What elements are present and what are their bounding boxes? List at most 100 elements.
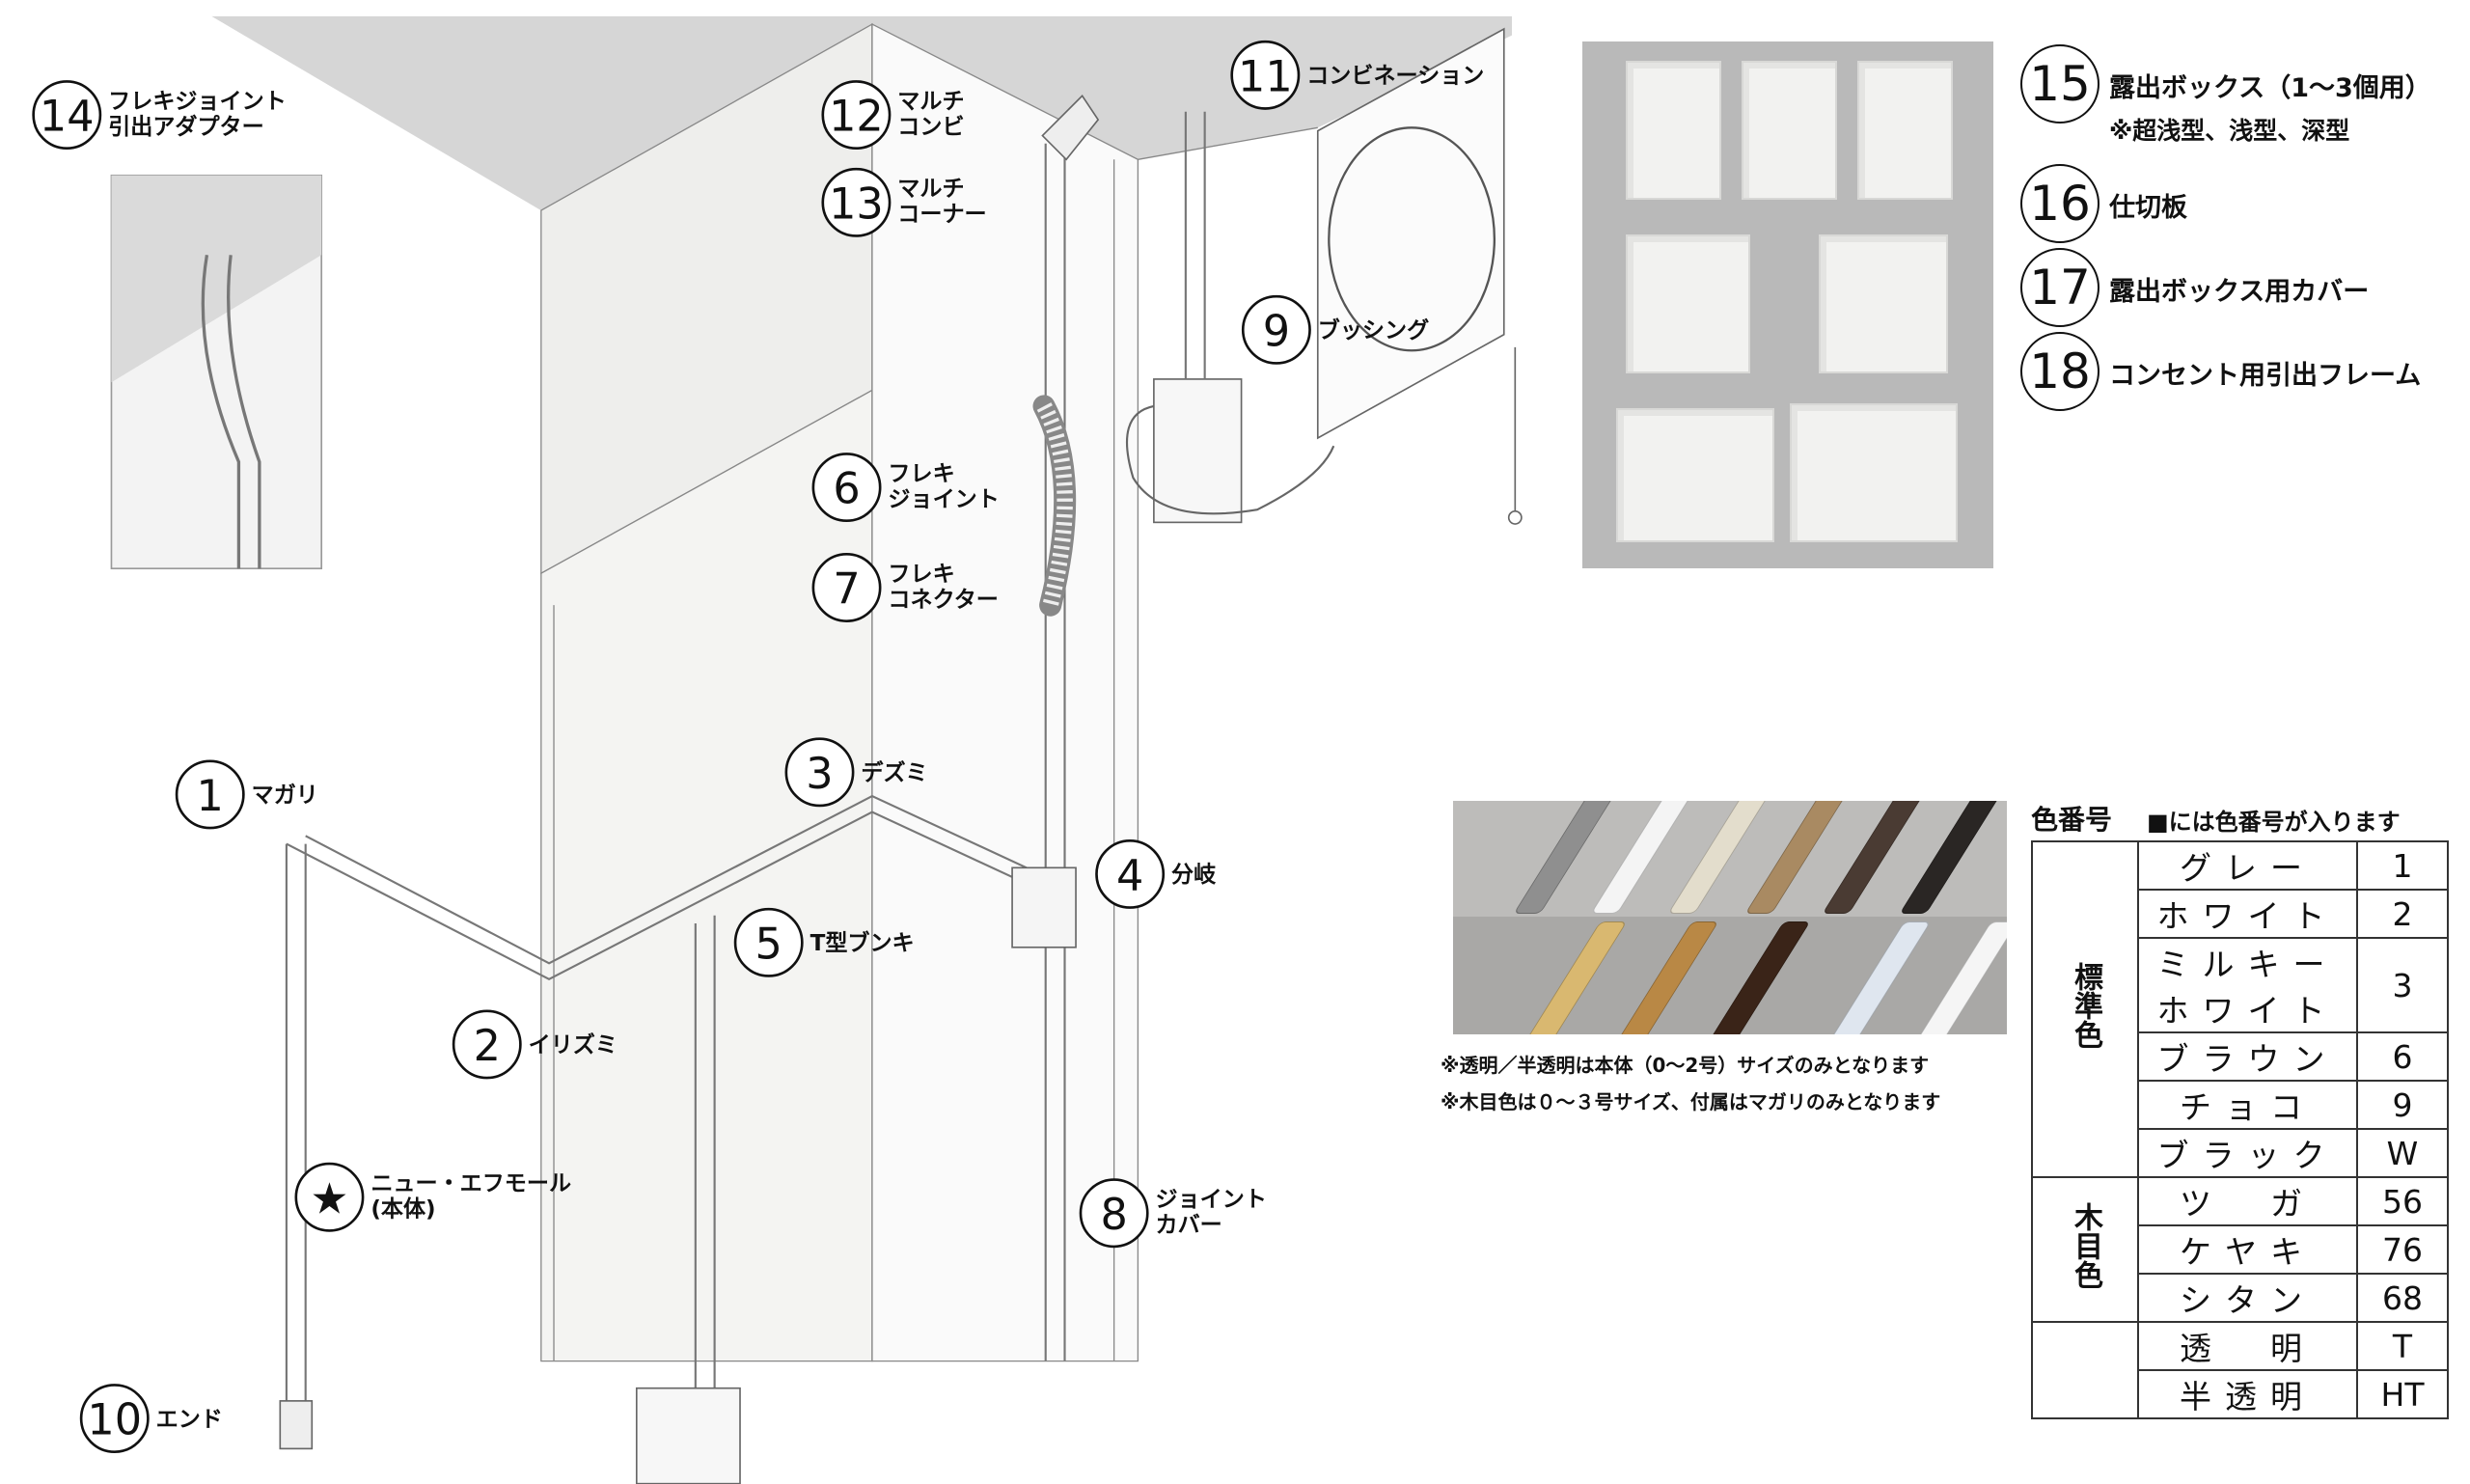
- callout-label: エンド: [156, 1407, 223, 1432]
- callout-label: (本体): [370, 1197, 435, 1223]
- color-name: 半透明: [2137, 1369, 2358, 1419]
- callout-number: 14: [40, 92, 95, 142]
- callout-label: カバー: [1156, 1213, 1222, 1238]
- item-number-16: 16: [2020, 164, 2100, 243]
- callout-label: コーナー: [897, 203, 986, 228]
- callout-circle: [811, 553, 882, 622]
- callout-2: 2 イリズミ: [452, 1009, 618, 1080]
- color-code: 2: [2356, 889, 2449, 939]
- callout-number: 9: [1263, 306, 1290, 356]
- color-name: ケヤキ: [2137, 1224, 2358, 1275]
- callout-label: 引出アダプター: [108, 114, 264, 140]
- item-number-15: 15: [2020, 44, 2100, 124]
- item-label-17: 露出ボックス用カバー: [2109, 277, 2370, 307]
- callout-3: 3 デズミ: [784, 737, 928, 808]
- color-table-title: 色番号: [2031, 804, 2113, 836]
- callout-number: 10: [87, 1395, 142, 1445]
- callout-label: マガリ: [252, 783, 318, 809]
- callout-label: ブッシング: [1318, 317, 1429, 344]
- callout-circle: [32, 80, 102, 151]
- callout-number: 13: [829, 179, 884, 229]
- item-number-18: 18: [2020, 332, 2100, 411]
- item-label-16: 仕切板: [2109, 193, 2187, 223]
- callout-10: 10 エンド: [79, 1384, 223, 1453]
- color-code: 9: [2356, 1080, 2449, 1130]
- color-code: 56: [2356, 1176, 2449, 1226]
- item-sub-15: ※超浅型、浅型、深型: [2109, 117, 2350, 145]
- callout-label: 分岐: [1171, 863, 1217, 888]
- note-woodgrain: ※木目色は０～３号サイズ、付属はマガリのみとなります: [1441, 1090, 1941, 1113]
- callout-6: 6 フレキジョイント: [811, 453, 1000, 523]
- molding-runs: [285, 111, 1206, 1442]
- color-code: 68: [2356, 1273, 2449, 1323]
- callout-label: コネクター: [888, 588, 998, 613]
- callout-label: フレキ: [888, 562, 954, 587]
- color-code: 6: [2356, 1031, 2449, 1082]
- callout-circle: [294, 1162, 365, 1232]
- color-code: HT: [2356, 1369, 2449, 1419]
- callout-number: 7: [833, 564, 860, 615]
- ceiling: [211, 15, 1513, 211]
- color-name: ミルキーホワイト: [2137, 937, 2358, 1033]
- color-name: グレー: [2137, 840, 2358, 891]
- callout-number: 3: [806, 749, 833, 799]
- callout-label: イリズミ: [529, 1032, 618, 1058]
- callout-circle: [175, 759, 245, 830]
- callout-number: 12: [829, 92, 884, 142]
- callout-circle: [1079, 1178, 1149, 1249]
- color-code: 76: [2356, 1224, 2449, 1275]
- callout-label: フレキジョイント: [108, 90, 287, 115]
- note-transparent: ※透明／半透明は本体（0～2号）サイズのみとなります: [1441, 1054, 1930, 1077]
- callout-number: 4: [1116, 851, 1143, 901]
- callout-1: 1 マガリ: [175, 759, 318, 830]
- callout-number: 8: [1100, 1190, 1127, 1240]
- color-code: 1: [2356, 840, 2449, 891]
- callout-number: 1: [197, 771, 224, 821]
- callout-number: 2: [474, 1021, 501, 1071]
- color-code: W: [2356, 1128, 2449, 1178]
- callout-label: コンビ: [897, 115, 964, 140]
- callout-label: コンビネーション: [1306, 64, 1484, 89]
- callout-number: 6: [833, 464, 860, 514]
- callout-label: デズミ: [861, 760, 927, 786]
- item-label-15: 露出ボックス（1～3個用）: [2109, 73, 2431, 103]
- color-code: 3: [2356, 937, 2449, 1033]
- callout-circle: [821, 167, 892, 237]
- color-code: T: [2356, 1321, 2449, 1371]
- group-woodgrain: 木目色: [2031, 1176, 2139, 1323]
- exposed-boxes-photo: [1582, 41, 1993, 568]
- item-number-17: 17: [2020, 248, 2100, 327]
- item-label-18: コンセント用引出フレーム: [2109, 361, 2422, 391]
- callout-label: T型ブンキ: [810, 930, 915, 956]
- combination-box: [1316, 27, 1505, 440]
- callout-label: フレキ: [888, 461, 954, 486]
- callout-4: 4 分岐: [1095, 838, 1217, 909]
- group-clear: [2031, 1321, 2139, 1419]
- callout-label: ジョイント: [1156, 1188, 1267, 1213]
- color-table-subtitle: ■には色番号が入ります: [2147, 809, 2401, 836]
- color-name: 透 明: [2137, 1321, 2358, 1371]
- callout-number: ★: [310, 1173, 348, 1223]
- callout-★: ★ニュー・エフモール(本体): [294, 1162, 571, 1232]
- color-name: ツ ガ: [2137, 1176, 2358, 1226]
- callout-label: ジョイント: [888, 487, 999, 512]
- callout-label: マルチ: [897, 90, 964, 115]
